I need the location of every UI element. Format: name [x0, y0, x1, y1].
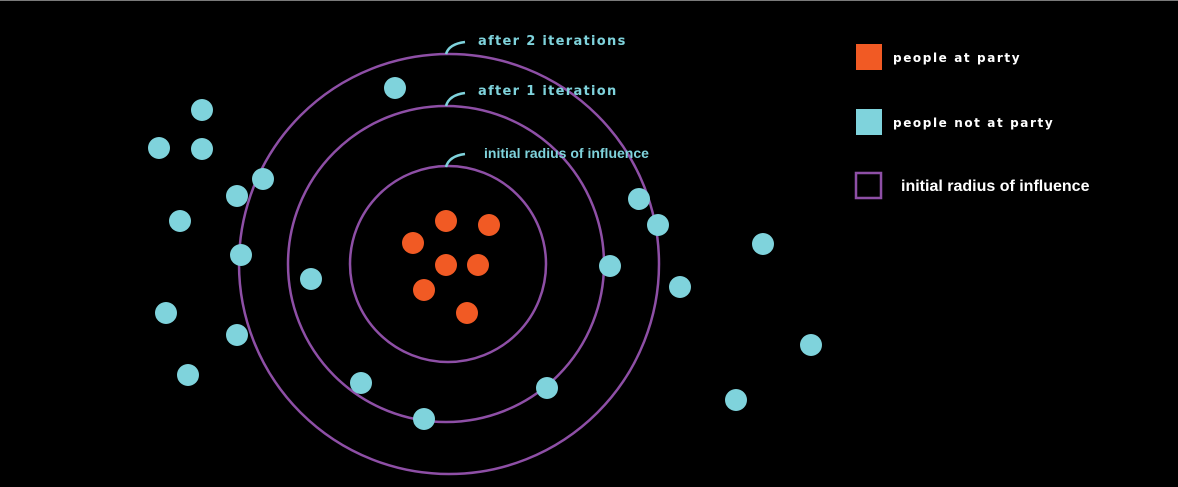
person-not-at-party	[752, 233, 774, 255]
person-not-at-party	[647, 214, 669, 236]
person-not-at-party	[384, 77, 406, 99]
ring-initial-radius	[348, 164, 548, 364]
annotation-after-2-iterations: after 2 iterations	[478, 34, 627, 49]
annotation-after-1-iteration: after 1 iteration	[478, 84, 618, 99]
person-not-at-party	[800, 334, 822, 356]
person-not-at-party	[191, 138, 213, 160]
legend: people at party people not at party init…	[854, 44, 1090, 200]
person-not-at-party	[669, 276, 691, 298]
person-not-at-party	[300, 268, 322, 290]
person-at-party	[413, 279, 435, 301]
person-at-party	[402, 232, 424, 254]
person-at-party	[467, 254, 489, 276]
legend-label-radius: initial radius of influence	[901, 178, 1090, 195]
person-not-at-party	[599, 255, 621, 277]
hook-icon-ring-2	[444, 40, 466, 55]
hook-icon-ring-0	[444, 152, 466, 168]
person-not-at-party	[191, 99, 213, 121]
legend-label-not-party: people not at party	[893, 116, 1054, 130]
legend-swatch-radius	[854, 171, 883, 200]
top-border	[0, 0, 1178, 1]
legend-swatch-not-party	[856, 109, 882, 135]
person-at-party	[435, 210, 457, 232]
person-not-at-party	[169, 210, 191, 232]
person-not-at-party	[413, 408, 435, 430]
person-at-party	[478, 214, 500, 236]
people-group	[148, 77, 822, 430]
person-not-at-party	[230, 244, 252, 266]
person-not-at-party	[226, 185, 248, 207]
annotation-initial-radius: initial radius of influence	[484, 145, 649, 161]
person-not-at-party	[536, 377, 558, 399]
person-not-at-party	[177, 364, 199, 386]
person-not-at-party	[350, 372, 372, 394]
person-not-at-party	[725, 389, 747, 411]
person-not-at-party	[252, 168, 274, 190]
person-not-at-party	[155, 302, 177, 324]
person-not-at-party	[226, 324, 248, 346]
legend-label-party: people at party	[893, 51, 1021, 65]
person-at-party	[456, 302, 478, 324]
hook-icon-ring-1	[444, 91, 466, 107]
person-not-at-party	[628, 188, 650, 210]
person-not-at-party	[148, 137, 170, 159]
legend-swatch-party	[856, 44, 882, 70]
person-at-party	[435, 254, 457, 276]
